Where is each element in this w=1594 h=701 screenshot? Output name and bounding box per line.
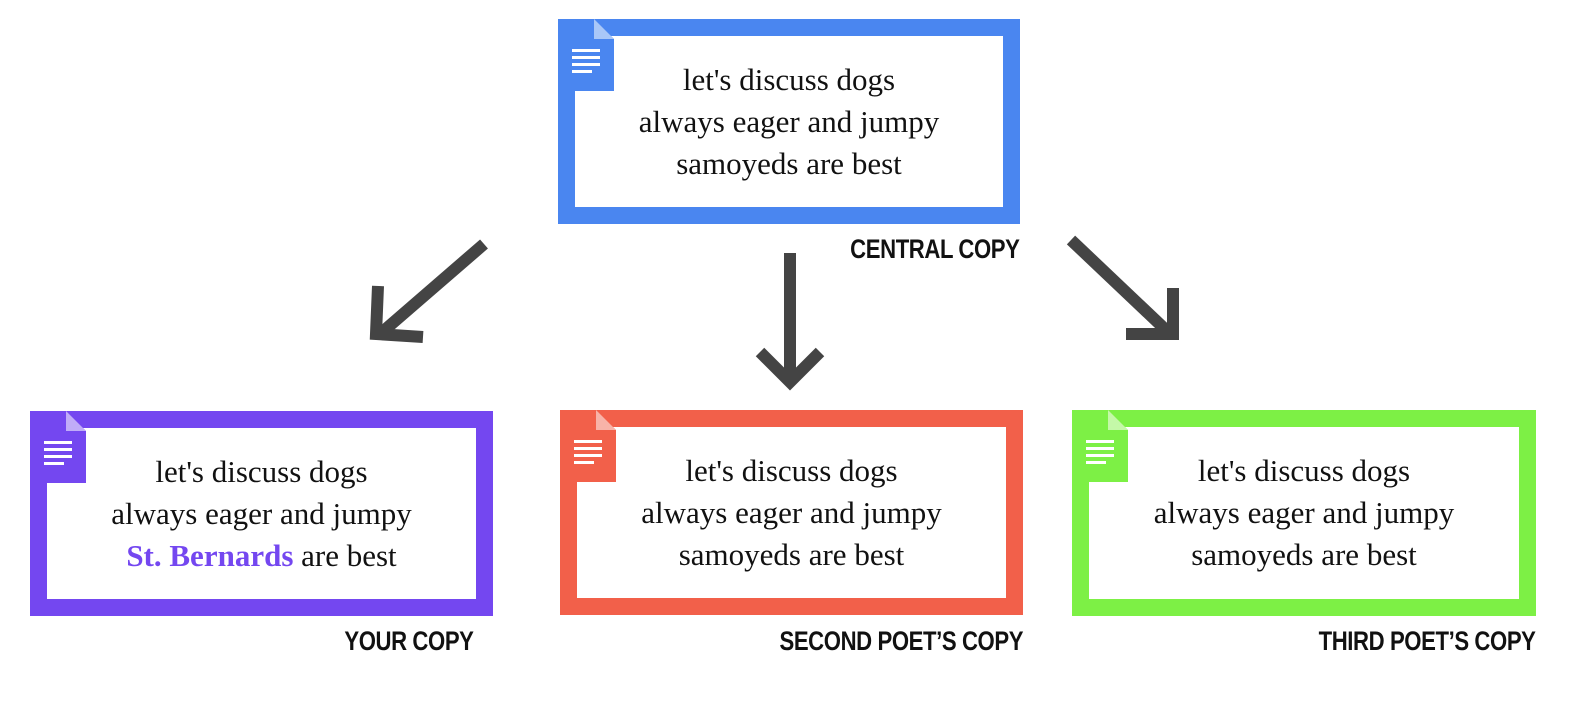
your-copy-doc: let's discuss dogs always eager and jump… bbox=[30, 411, 493, 616]
second-poet-copy-poem: let's discuss dogs always eager and jump… bbox=[577, 427, 1006, 598]
arrow-down-icon bbox=[755, 253, 825, 391]
third-poet-copy-doc: let's discuss dogs always eager and jump… bbox=[1072, 410, 1536, 616]
second-poet-copy-doc: let's discuss dogs always eager and jump… bbox=[560, 410, 1023, 615]
second-poet-copy-caption: SECOND POET’S COPY bbox=[779, 626, 1023, 656]
arrow-down-right-icon bbox=[1066, 235, 1179, 340]
third-poet-copy-caption: THIRD POET’S COPY bbox=[1319, 626, 1536, 656]
central-copy-poem: let's discuss dogs always eager and jump… bbox=[575, 36, 1003, 207]
your-copy-caption: YOUR COPY bbox=[344, 626, 475, 656]
poem-line-3: samoyeds are best bbox=[676, 145, 902, 181]
changed-text-highlight: St. Bernards bbox=[126, 537, 294, 573]
poem-line-3: St. Bernards are best bbox=[126, 535, 396, 577]
poem-line-3: samoyeds are best bbox=[678, 536, 905, 572]
poem-line-1: let's discuss dogs bbox=[155, 453, 368, 489]
google-doc-icon bbox=[30, 411, 86, 483]
third-poet-copy-poem: let's discuss dogs always eager and jump… bbox=[1089, 427, 1519, 599]
google-doc-icon bbox=[560, 410, 616, 482]
central-copy-caption: CENTRAL COPY bbox=[850, 234, 1021, 264]
poem-line-2: always eager and jumpy bbox=[1153, 495, 1455, 530]
poem-line-3: samoyeds are best bbox=[1191, 537, 1417, 572]
poem-line-1: let's discuss dogs bbox=[682, 61, 896, 97]
poem-line-2: always eager and jumpy bbox=[641, 494, 942, 530]
google-doc-icon bbox=[1072, 410, 1128, 482]
google-doc-icon bbox=[558, 19, 614, 91]
your-copy-poem: let's discuss dogs always eager and jump… bbox=[47, 428, 476, 599]
poem-line-1: let's discuss dogs bbox=[1197, 453, 1411, 488]
central-copy-doc: let's discuss dogs always eager and jump… bbox=[558, 19, 1020, 224]
arrow-down-left-icon bbox=[369, 239, 488, 343]
poem-line-2: always eager and jumpy bbox=[111, 495, 412, 531]
poem-line-3-rest: are best bbox=[293, 537, 397, 573]
poem-line-2: always eager and jumpy bbox=[638, 103, 940, 139]
poem-line-1: let's discuss dogs bbox=[685, 452, 898, 488]
